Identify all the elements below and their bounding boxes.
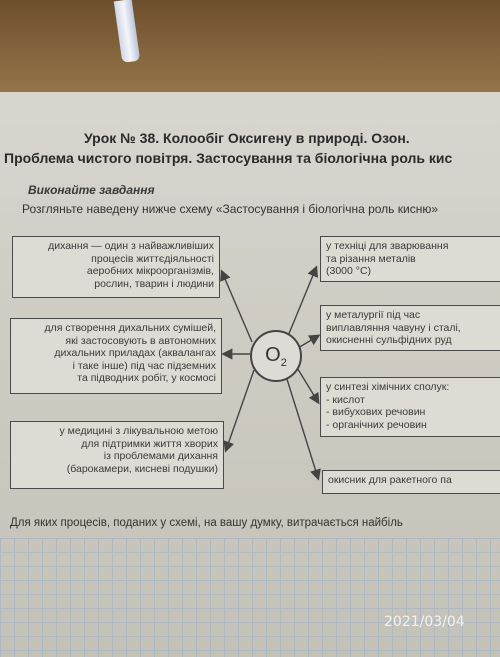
task-instruction: Розгляньте наведену нижче схему «Застосу… [22, 202, 439, 216]
box-metallurgy: у металургії під час виплавляння чавуну … [320, 305, 500, 351]
box-medicine: у медицині з лікувальною метою для підтр… [10, 421, 224, 489]
arrow-to-metallurgy [297, 334, 321, 349]
box-rocket-oxidizer: окисник для ракетного па [322, 470, 500, 494]
box-breathing-mixtures: для створення дихальних сумішей, які зас… [10, 318, 222, 394]
arrow-to-breathing [220, 269, 253, 343]
desk-background [0, 0, 500, 110]
arrow-to-welding [287, 265, 318, 337]
lesson-title: Урок № 38. Колообіг Оксигену в природі. … [84, 130, 410, 146]
box-chemical-synthesis: у синтезі хімічних сполук: - кислот - ви… [320, 377, 500, 437]
oxygen-center-circle: O2 [250, 330, 302, 382]
answer-grid [0, 538, 500, 657]
lesson-subtitle: Проблема чистого повітря. Застосування т… [4, 150, 453, 166]
arrow-to-synthesis [295, 365, 320, 405]
photo-timestamp: 2021/03/04 [384, 614, 465, 630]
box-welding: у техніці для зварювання та різання мета… [320, 236, 500, 282]
question-text: Для яких процесів, поданих у схемі, на в… [10, 517, 403, 529]
box-breathing: дихання — один з найважливіших процесів … [12, 236, 220, 298]
arrow-to-rocket-oxidizer [285, 375, 321, 481]
arrow-to-medicine [223, 369, 255, 453]
task-heading: Виконайте завдання [28, 183, 155, 197]
